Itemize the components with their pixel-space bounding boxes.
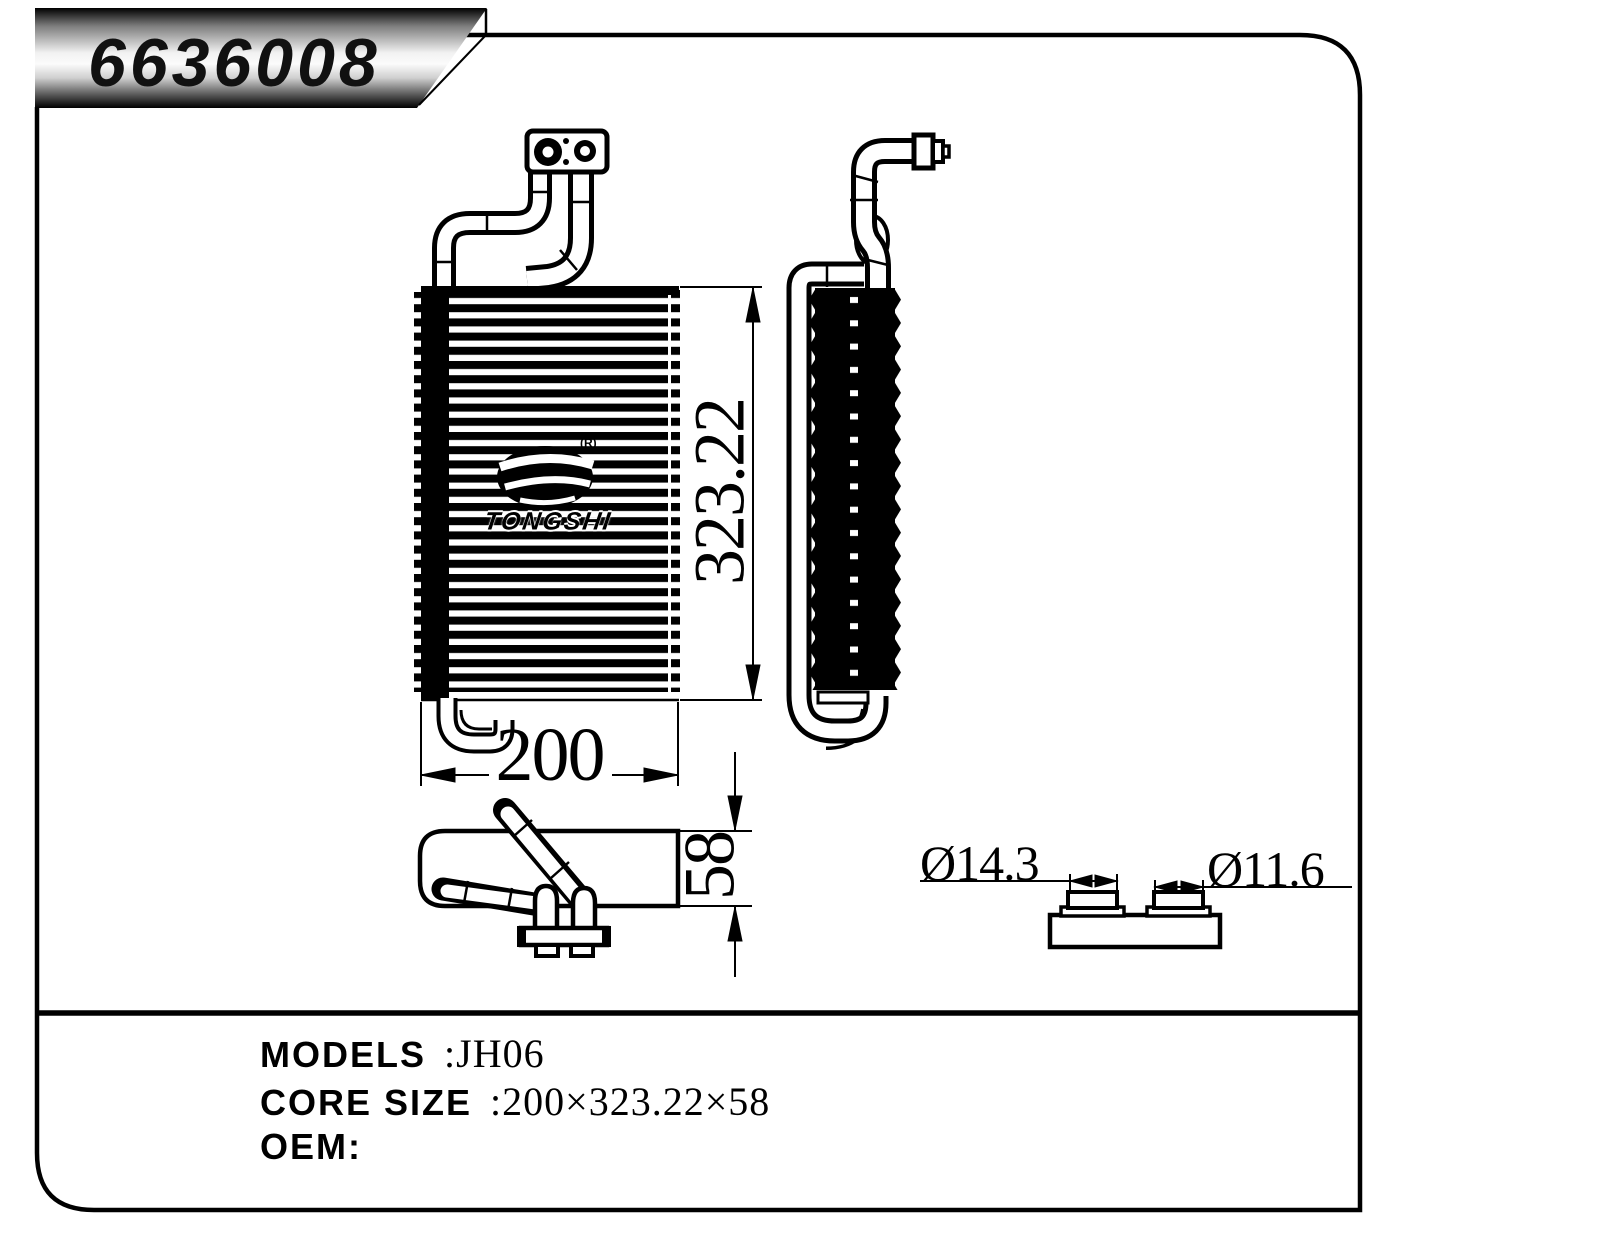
info-row-core-size: CORE SIZE :200×323.22×58 (260, 1078, 770, 1125)
core-size-value: :200×323.22×58 (490, 1079, 771, 1124)
info-row-models: MODELS :JH06 (260, 1030, 545, 1077)
brand-logo-text: TONGSHI (482, 507, 614, 536)
dim-label-port-small: Ø11.6 (1207, 841, 1325, 897)
page-frame (34, 32, 1363, 1213)
core-size-label: CORE SIZE (260, 1082, 473, 1123)
side-top-pipe (850, 132, 951, 292)
bottom-view-pipes (431, 798, 594, 917)
title-banner (35, 8, 488, 108)
front-core (414, 286, 680, 702)
brand-logo-emblem (497, 446, 595, 508)
dim-label-width: 200 (495, 713, 606, 797)
front-view (414, 128, 680, 754)
bottom-view (417, 798, 681, 958)
dim-label-height: 323.22 (679, 399, 760, 585)
oem-label: OEM: (260, 1126, 362, 1167)
front-inlet-pipes (432, 170, 594, 292)
dim-label-port-large: Ø14.3 (920, 835, 1040, 891)
dim-label-depth: 58 (669, 832, 750, 900)
dim-width-200 (420, 702, 679, 786)
port-detail-view (1047, 890, 1223, 950)
side-view (786, 132, 951, 750)
part-number: 6636008 (88, 25, 381, 101)
dim-depth-58 (680, 752, 752, 977)
models-label: MODELS (260, 1034, 427, 1075)
side-fin-stack (809, 288, 901, 705)
bottom-view-connector (517, 883, 611, 958)
models-value: :JH06 (444, 1031, 545, 1076)
dim-height-323 (680, 286, 762, 701)
info-row-oem: OEM: (260, 1126, 362, 1168)
registered-trademark-mark: (R) (580, 436, 597, 450)
front-connector-block (524, 128, 610, 175)
dim-port-large (920, 874, 1119, 892)
dim-port-small (1153, 880, 1352, 898)
front-bottom-pipe (436, 698, 515, 754)
side-frame-tube (786, 261, 889, 750)
dimension-lines (420, 286, 1352, 977)
